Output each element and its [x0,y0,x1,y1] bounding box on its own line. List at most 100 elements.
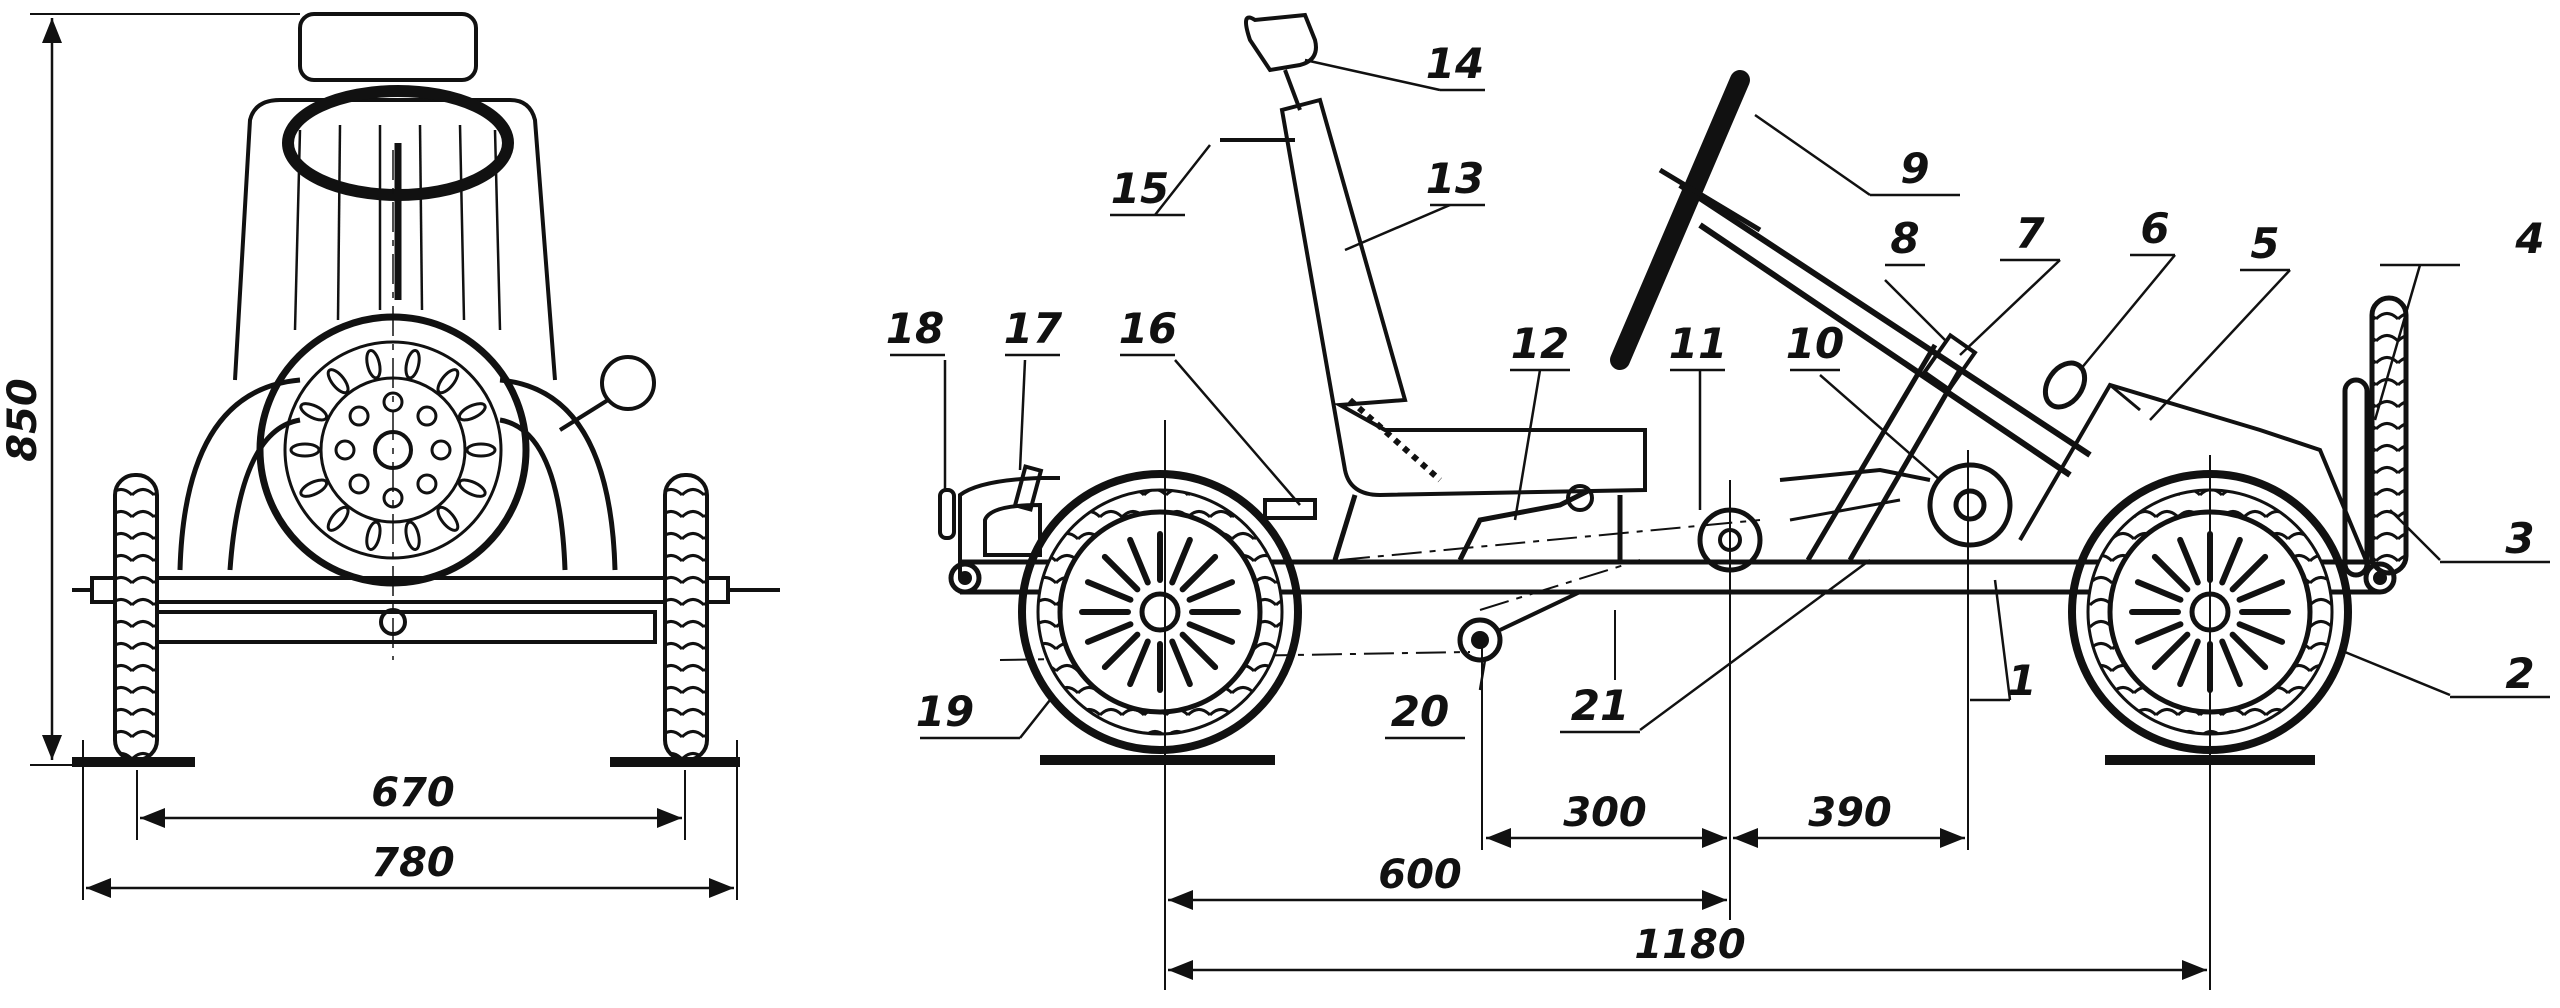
spare-wheel-hole [465,442,497,458]
callout-16: 16 [1119,304,1177,353]
wheel-spoke [1169,536,1193,586]
wheel-spoke [1127,536,1151,586]
wheel-spoke [2236,579,2286,603]
wheel-spoke [2151,631,2191,671]
spare-wheel-hole [365,348,382,380]
rear-bumper [958,476,1060,578]
front-spare-holder [2342,377,2370,578]
rear-light-bracket [1012,464,1044,512]
width-dimension-label: 780 [371,840,455,886]
seat [1279,97,1647,498]
support-roller [1457,617,1503,663]
wheel-spoke [2219,638,2243,688]
wheel-spoke [2229,553,2269,593]
front-seat-back [233,98,557,381]
wheel-spoke [1179,631,1219,671]
wheel-spoke [1179,553,1219,593]
dim-300-label: 300 [1563,790,1647,836]
wheel-spoke [2229,631,2269,671]
rear-lamp [938,488,956,540]
spare-wheel-hole [326,505,350,532]
side-view [890,12,2550,990]
front-hitch [2363,561,2397,595]
track-dimension-label: 670 [371,770,455,816]
callout-3: 3 [2505,514,2534,563]
callout-15: 15 [1111,164,1169,213]
front-right-wheel [663,473,709,762]
callout-2: 2 [2505,649,2534,698]
rear-wheel [1018,470,1302,754]
callout-leaders [890,58,2550,740]
wheel-spoke [2134,621,2184,645]
front-headrest [298,12,478,82]
wheel-spoke [2236,621,2286,645]
wheel-spoke [1101,553,1141,593]
spare-wheel-hole [299,402,329,422]
callout-8: 8 [1890,214,1919,263]
callout-1: 1 [2007,656,2036,705]
spare-wheel-hole [365,520,382,552]
spare-wheel-hole [299,478,329,498]
spare-wheel-hole [416,405,438,427]
spare-wheel-hole [404,520,421,552]
spare-wheel-hole [457,478,487,498]
engine-housing [983,502,1042,557]
wheel-spoke [1101,631,1141,671]
callout-18: 18 [886,304,944,353]
wheel-spoke [1084,579,1134,603]
spare-wheel-hole [430,439,452,461]
wheel-spoke [1084,621,1134,645]
spare-wheel-hole [404,348,421,380]
wheel-spoke [2134,579,2184,603]
callout-13: 13 [1426,154,1484,203]
dim-1180-label: 1180 [1634,922,1745,968]
spare-wheel-hole [326,368,350,395]
spare-wheel-hole [436,505,460,532]
steering-column [1678,182,2092,458]
callout-19: 19 [916,687,974,736]
pulley [1927,462,2013,548]
wheel-spoke [2219,536,2243,586]
spare-wheel-hole [457,402,487,422]
spare-wheel-hole [334,439,356,461]
front-gauge [600,355,656,411]
callout-17: 17 [1004,304,1063,353]
seat-leg-rear [1332,494,1358,561]
wheel-spoke [2177,536,2201,586]
front-left-wheel [113,473,159,762]
dim-600-label: 600 [1378,852,1462,898]
front-right-fender [499,377,618,571]
callout-6: 6 [2140,204,2169,253]
spare-wheel-hole [436,368,460,395]
callout-12: 12 [1511,319,1569,368]
callout-11: 11 [1669,319,1727,368]
pedal-lever [1457,487,1592,562]
seat-mount [1263,498,1317,520]
callout-4: 4 [2514,214,2544,263]
callout-10: 10 [1786,319,1844,368]
dim-390-label: 390 [1808,790,1892,836]
spare-wheel-hole [416,473,438,495]
spare-wheel-hole [348,473,370,495]
wheel-spoke [1169,638,1193,688]
wheel-spoke [2151,553,2191,593]
callout-5: 5 [2250,219,2279,268]
rear-hitch [948,561,982,595]
wheel-spoke [1127,638,1151,688]
callout-20: 20 [1391,687,1449,736]
steering-column-clamp [1921,332,1978,393]
callout-9: 9 [1900,144,1929,193]
spare-wheel-hole [348,405,370,427]
front-body-panel [2018,382,2372,571]
front-left-fender [177,377,301,571]
wheel-spoke [1186,579,1236,603]
seat-headrest [1244,12,1318,73]
front-spare-tyre [2369,295,2409,576]
callout-14: 14 [1426,39,1484,88]
callout-7: 7 [2015,209,2045,258]
callout-labels: 1 2 3 4 5 6 7 8 9 10 11 12 13 14 15 16 1… [886,39,2545,736]
callout-21: 21 [1571,681,1629,730]
wheel-spoke [2177,638,2201,688]
